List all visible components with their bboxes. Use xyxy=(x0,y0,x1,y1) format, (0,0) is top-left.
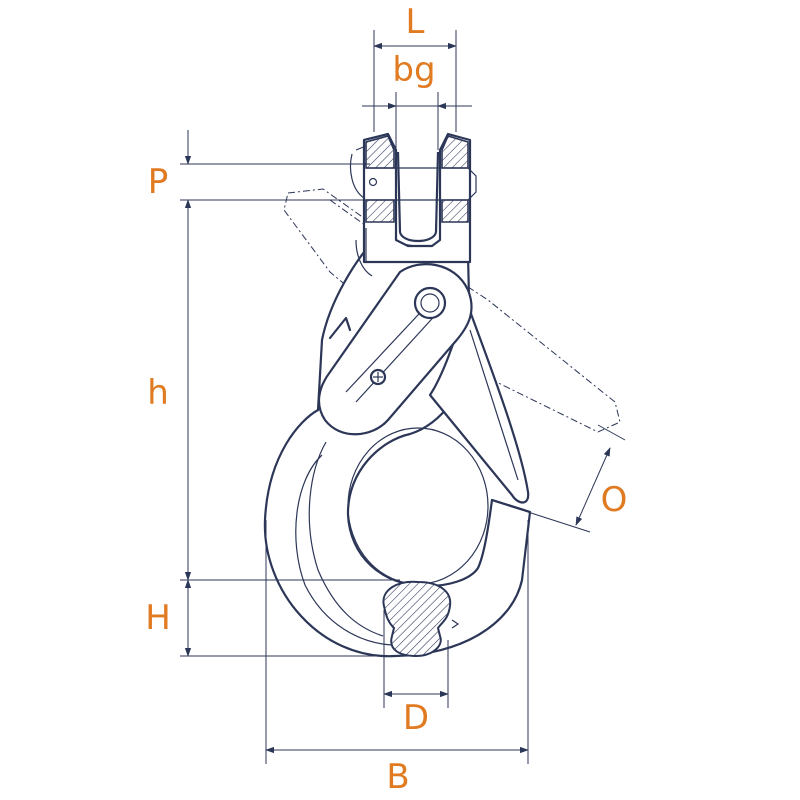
label-O: O xyxy=(600,480,628,520)
label-P: P xyxy=(147,162,169,202)
label-D: D xyxy=(402,698,430,738)
label-L: L xyxy=(405,2,425,42)
label-h: h xyxy=(147,373,169,413)
clevis-section xyxy=(349,132,477,277)
hook-cross-section xyxy=(382,580,460,658)
latch-closed xyxy=(428,298,530,504)
locking-lever xyxy=(317,263,473,436)
label-bg: bg xyxy=(392,50,436,90)
label-B: B xyxy=(386,757,410,797)
dimension-lines xyxy=(180,30,626,764)
label-H: H xyxy=(145,598,171,638)
